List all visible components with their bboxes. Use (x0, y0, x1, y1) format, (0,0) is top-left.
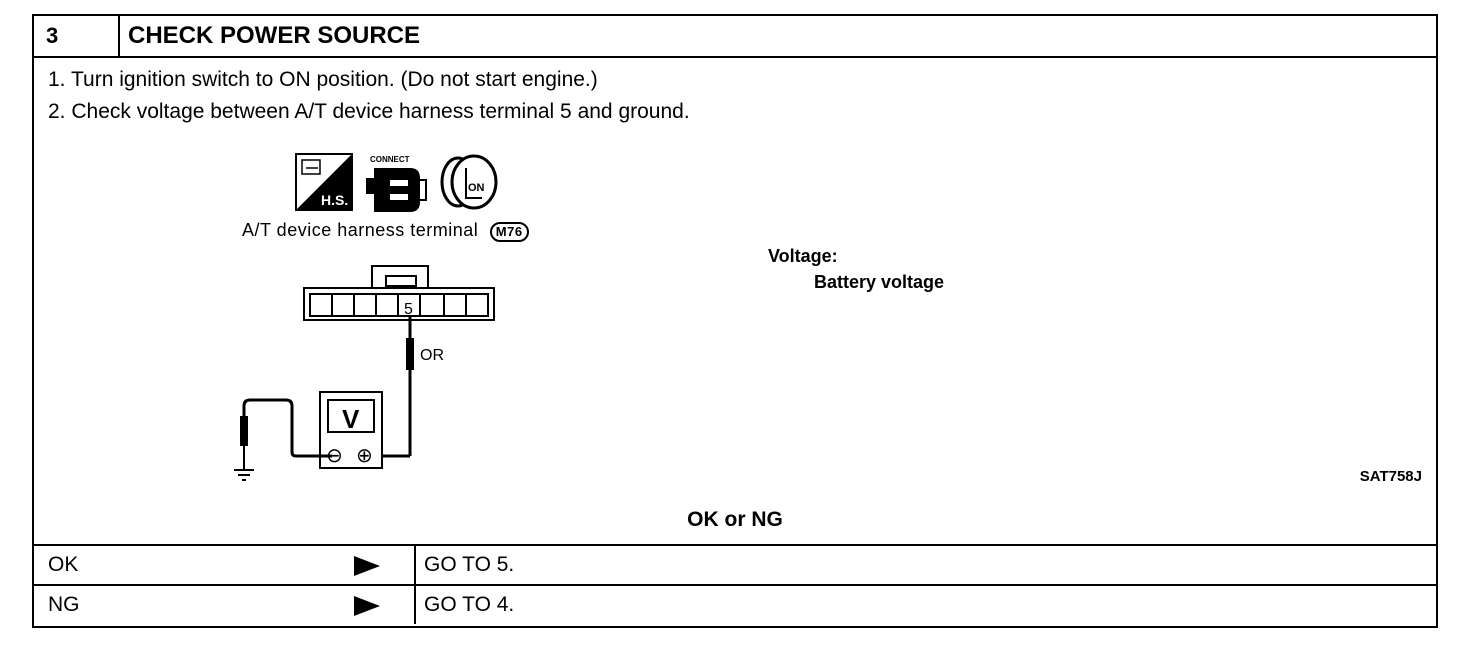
voltage-check-diagram: H.S. CONNECT ON (234, 153, 498, 481)
result-condition: OK (48, 553, 79, 576)
voltmeter-plus: ⊕ (356, 443, 373, 467)
result-row-ok: OK GO TO 5. (34, 544, 1436, 584)
arrow-right-icon (354, 556, 380, 576)
step-number: 3 (34, 16, 120, 58)
step-title: CHECK POWER SOURCE (120, 16, 1436, 58)
result-condition: NG (48, 593, 80, 616)
result-action: GO TO 5. (424, 553, 515, 576)
check-procedure-table: 3 CHECK POWER SOURCE 1. Turn ignition sw… (32, 14, 1438, 628)
harness-service-icon: H.S. (295, 153, 353, 211)
result-action: GO TO 4. (424, 593, 515, 616)
wire-color-label: OR (420, 347, 444, 364)
result-row-ng: NG GO TO 4. (34, 584, 1436, 624)
connector-id-badge: M76 (489, 222, 529, 242)
probe-wire-ground (234, 398, 332, 481)
harness-connector: 5 (303, 265, 495, 321)
voltmeter-minus: ⊖ (326, 443, 343, 467)
column-divider (414, 586, 416, 624)
instruction-1: 1. Turn ignition switch to ON position. … (48, 68, 598, 91)
hs-icon-text: H.S. (321, 192, 348, 208)
spec-value: Battery voltage (814, 272, 945, 292)
result-title: OK or NG (687, 508, 783, 531)
ignition-on-text: ON (468, 182, 485, 194)
voltmeter-symbol: V (342, 404, 360, 434)
voltmeter: V ⊖ ⊕ (319, 391, 383, 469)
connect-icon: CONNECT (366, 155, 427, 212)
connector-label: A/T device harness terminal M76 (242, 220, 529, 242)
spec-label: Voltage: (768, 246, 838, 266)
ignition-on-icon: ON (440, 154, 498, 210)
figure-reference: SAT758J (1359, 468, 1422, 485)
connector-label-text: A/T device harness terminal (242, 220, 479, 240)
instruction-2: 2. Check voltage between A/T device harn… (48, 100, 690, 123)
arrow-right-icon (354, 596, 380, 616)
column-divider (414, 546, 416, 584)
connect-icon-text: CONNECT (370, 155, 410, 164)
terminal-5-label: 5 (404, 301, 413, 318)
